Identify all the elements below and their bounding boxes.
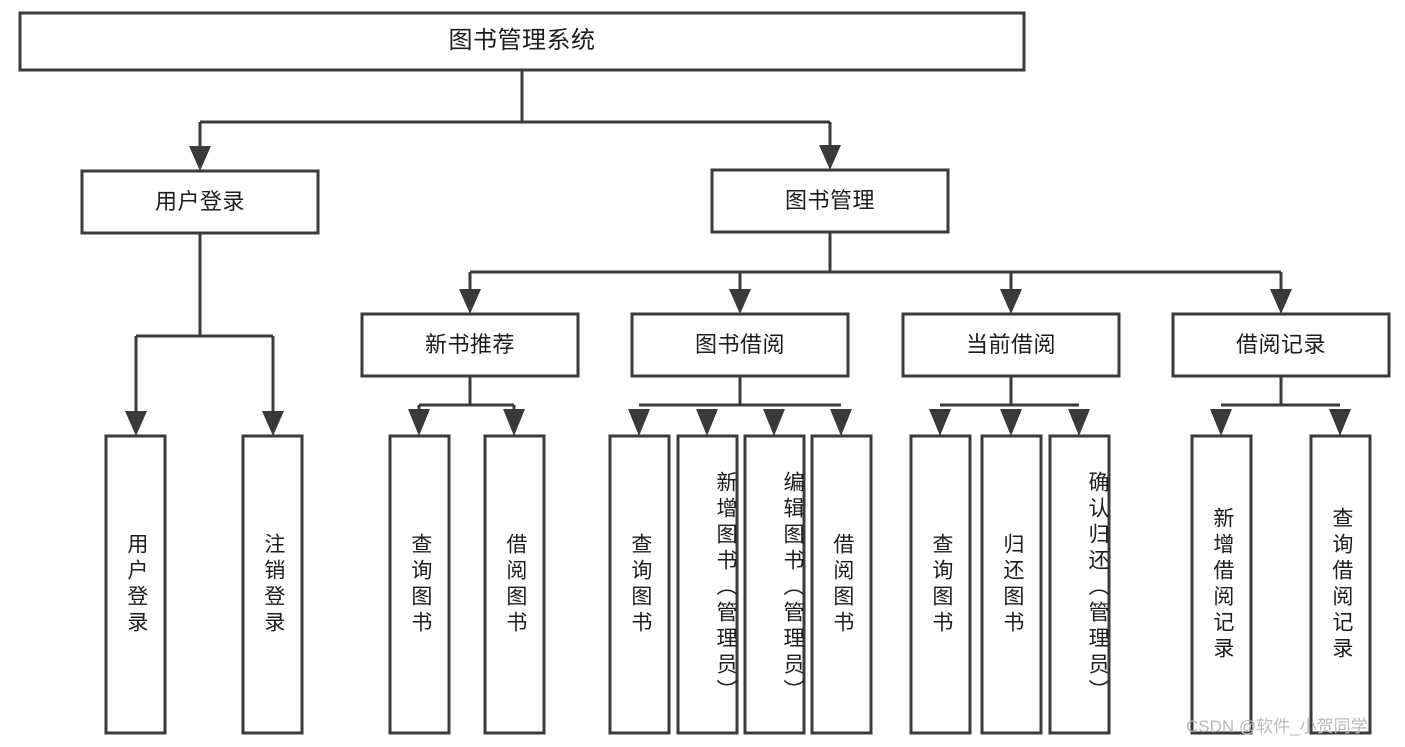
arrow-bm-to-current-borrow	[1000, 289, 1022, 314]
connector-group-new-book-recommend	[408, 376, 525, 436]
arrow-cb-leaf3	[1068, 409, 1090, 436]
node-new-book-recommend-box[interactable]	[360, 312, 580, 378]
leaf-user-login-box[interactable]	[104, 434, 167, 735]
connector-group-book-manage	[459, 232, 1292, 314]
arrow-cb-leaf1	[929, 409, 951, 436]
node-book-borrow-box[interactable]	[630, 312, 850, 378]
connector-group-root	[189, 70, 841, 171]
connector-group-user-login	[125, 233, 284, 436]
leaf-add-book-box[interactable]	[676, 434, 739, 735]
leaf-borrow-book-a-box[interactable]	[483, 434, 546, 735]
leaf-query-book-b-box[interactable]	[608, 434, 671, 735]
arrow-user-login-leaf2	[262, 411, 284, 436]
arrow-user-login-leaf1	[125, 411, 147, 436]
leaf-confirm-return-box[interactable]	[1048, 434, 1111, 735]
leaf-return-book-box[interactable]	[980, 434, 1043, 735]
arrow-br-leaf2	[1329, 409, 1351, 436]
arrow-br-leaf1	[1210, 409, 1232, 436]
node-borrow-record-box[interactable]	[1171, 312, 1391, 378]
leaf-logout-box[interactable]	[241, 434, 304, 735]
leaf-query-book-a-box[interactable]	[388, 434, 451, 735]
node-current-borrow-box[interactable]	[901, 312, 1121, 378]
node-root-box[interactable]	[18, 11, 1026, 72]
node-user-login-box[interactable]	[80, 169, 320, 235]
csdn-watermark: CSDN @软件_小贺同学	[1186, 717, 1368, 736]
arrow-root-to-book-manage	[819, 145, 841, 170]
arrow-nbr-leaf2	[503, 409, 525, 436]
arrow-bm-to-book-borrow	[729, 289, 751, 314]
arrow-bm-to-borrow-record	[1270, 289, 1292, 314]
arrow-cb-leaf2	[1000, 409, 1022, 436]
connector-group-current-borrow	[929, 376, 1090, 436]
connector-group-book-borrow	[628, 376, 852, 436]
leaf-add-record-box[interactable]	[1190, 434, 1253, 735]
node-book-manage-box[interactable]	[710, 168, 950, 234]
arrow-bb-leaf4	[830, 409, 852, 436]
arrow-bb-leaf1	[628, 409, 650, 436]
arrow-nbr-leaf1	[408, 409, 430, 436]
connector-group-borrow-record	[1210, 376, 1351, 436]
arrow-bb-leaf3	[763, 409, 785, 436]
leaf-edit-book-box[interactable]	[743, 434, 806, 735]
leaf-query-book-c-box[interactable]	[909, 434, 972, 735]
leaf-borrow-book-b-box[interactable]	[810, 434, 873, 735]
arrow-bm-to-new-book	[459, 289, 481, 314]
arrow-bb-leaf2	[696, 409, 718, 436]
leaf-query-record-box[interactable]	[1309, 434, 1372, 735]
arrow-root-to-user-login	[189, 146, 211, 171]
